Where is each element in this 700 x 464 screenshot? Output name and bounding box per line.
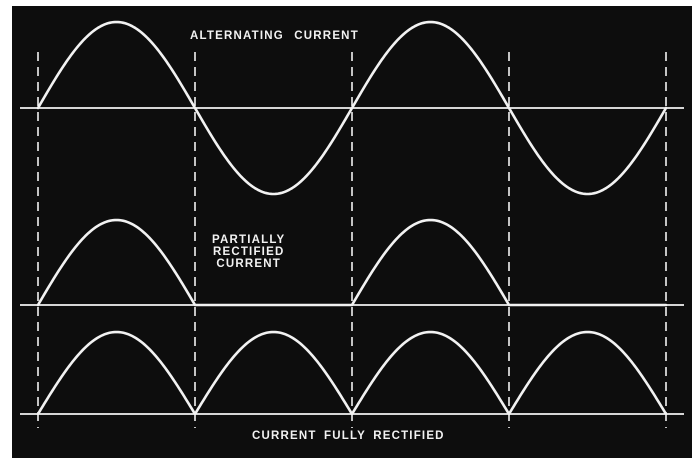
cycle-dividers: [37, 52, 667, 428]
label-partial-line2: RECTIFIED: [212, 246, 285, 258]
label-partial-line1: PARTIALLY: [212, 234, 286, 246]
waveforms: [36, 20, 668, 416]
label-current-fully-rectified: CURRENT FULLY RECTIFIED: [252, 430, 445, 442]
waveform-alternating-current: [36, 20, 668, 196]
label-partially-rectified: PARTIALLY RECTIFIED CURRENT: [212, 234, 285, 270]
label-alternating-current: ALTERNATING CURRENT: [190, 30, 359, 42]
waveform-fully-rectified-current: [36, 330, 668, 416]
label-partial-line3: CURRENT: [216, 258, 282, 270]
waveform-partially-rectified-current: [36, 218, 668, 307]
